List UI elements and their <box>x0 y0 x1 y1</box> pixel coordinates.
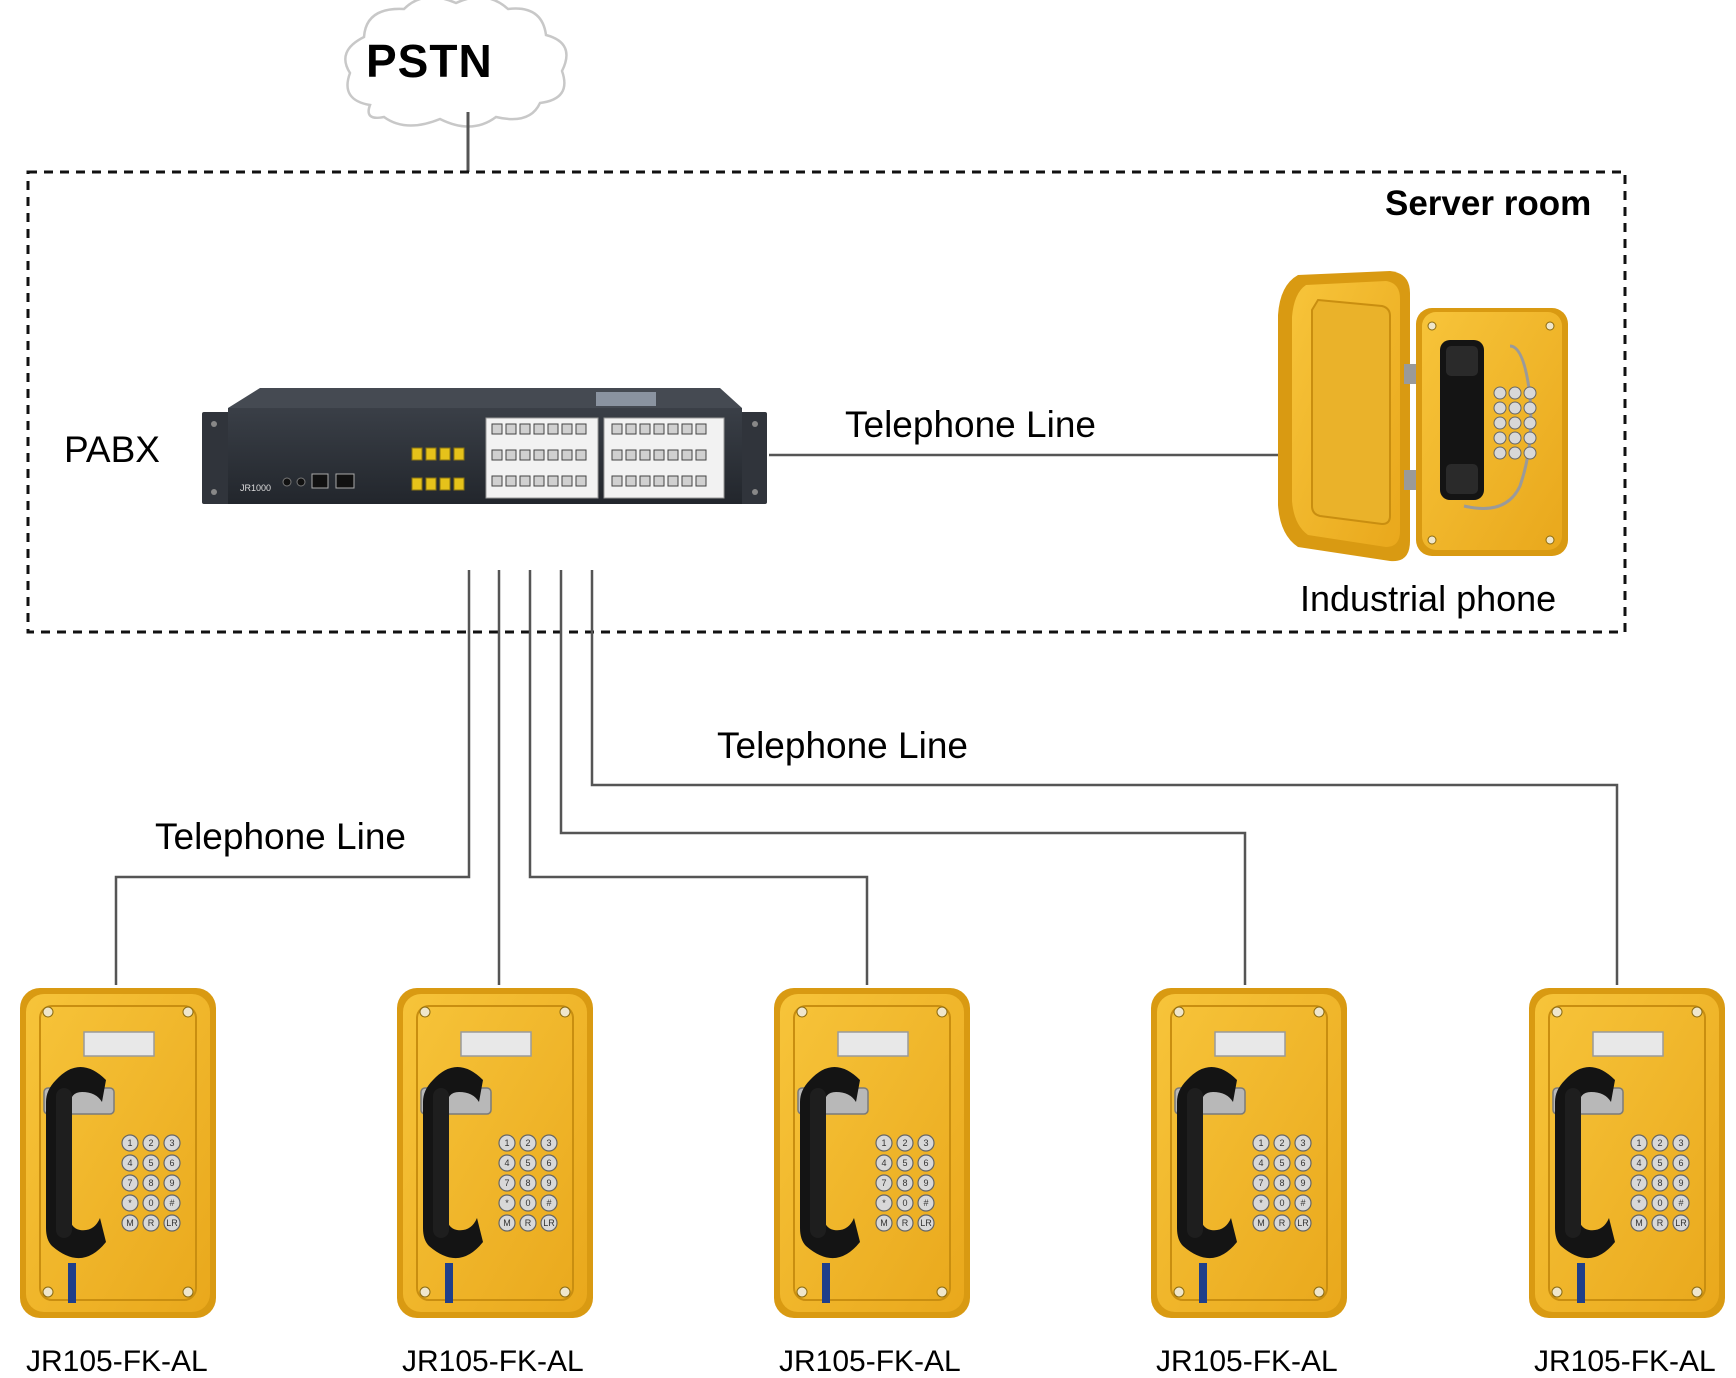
field-phone-4 <box>1150 987 1348 1319</box>
phone-model-label-4: JR105-FK-AL <box>1156 1345 1338 1378</box>
pstn-label: PSTN <box>366 35 493 87</box>
pabx-label: PABX <box>64 429 160 470</box>
field-phone-5 <box>1528 987 1726 1319</box>
pabx-device: JR1000 <box>202 388 767 504</box>
phone-model-label-3: JR105-FK-AL <box>779 1345 961 1378</box>
telephone-line-label-top: Telephone Line <box>845 404 1096 445</box>
field-phone-2 <box>396 987 594 1319</box>
telephone-line-label-middle: Telephone Line <box>717 725 968 766</box>
line-to-phone-3 <box>528 570 869 985</box>
server-room-label: Server room <box>1385 184 1592 223</box>
field-phone-1 <box>19 987 217 1319</box>
pabx-model-text: JR1000 <box>240 483 271 493</box>
industrial-phone-label: Industrial phone <box>1300 578 1557 619</box>
line-to-phone-1 <box>114 570 471 985</box>
line-to-phone-5 <box>590 570 1619 985</box>
phone-model-label-2: JR105-FK-AL <box>402 1345 584 1378</box>
telephone-line-label-left: Telephone Line <box>155 816 406 857</box>
industrial-phone-image <box>1278 271 1568 562</box>
line-to-phone-4 <box>559 570 1247 985</box>
phone-model-label-5: JR105-FK-AL <box>1534 1345 1716 1378</box>
server-room-boundary <box>26 170 1627 634</box>
pstn-cloud <box>344 0 568 128</box>
phone-model-label-1: JR105-FK-AL <box>26 1345 208 1378</box>
field-phone-3 <box>773 987 971 1319</box>
